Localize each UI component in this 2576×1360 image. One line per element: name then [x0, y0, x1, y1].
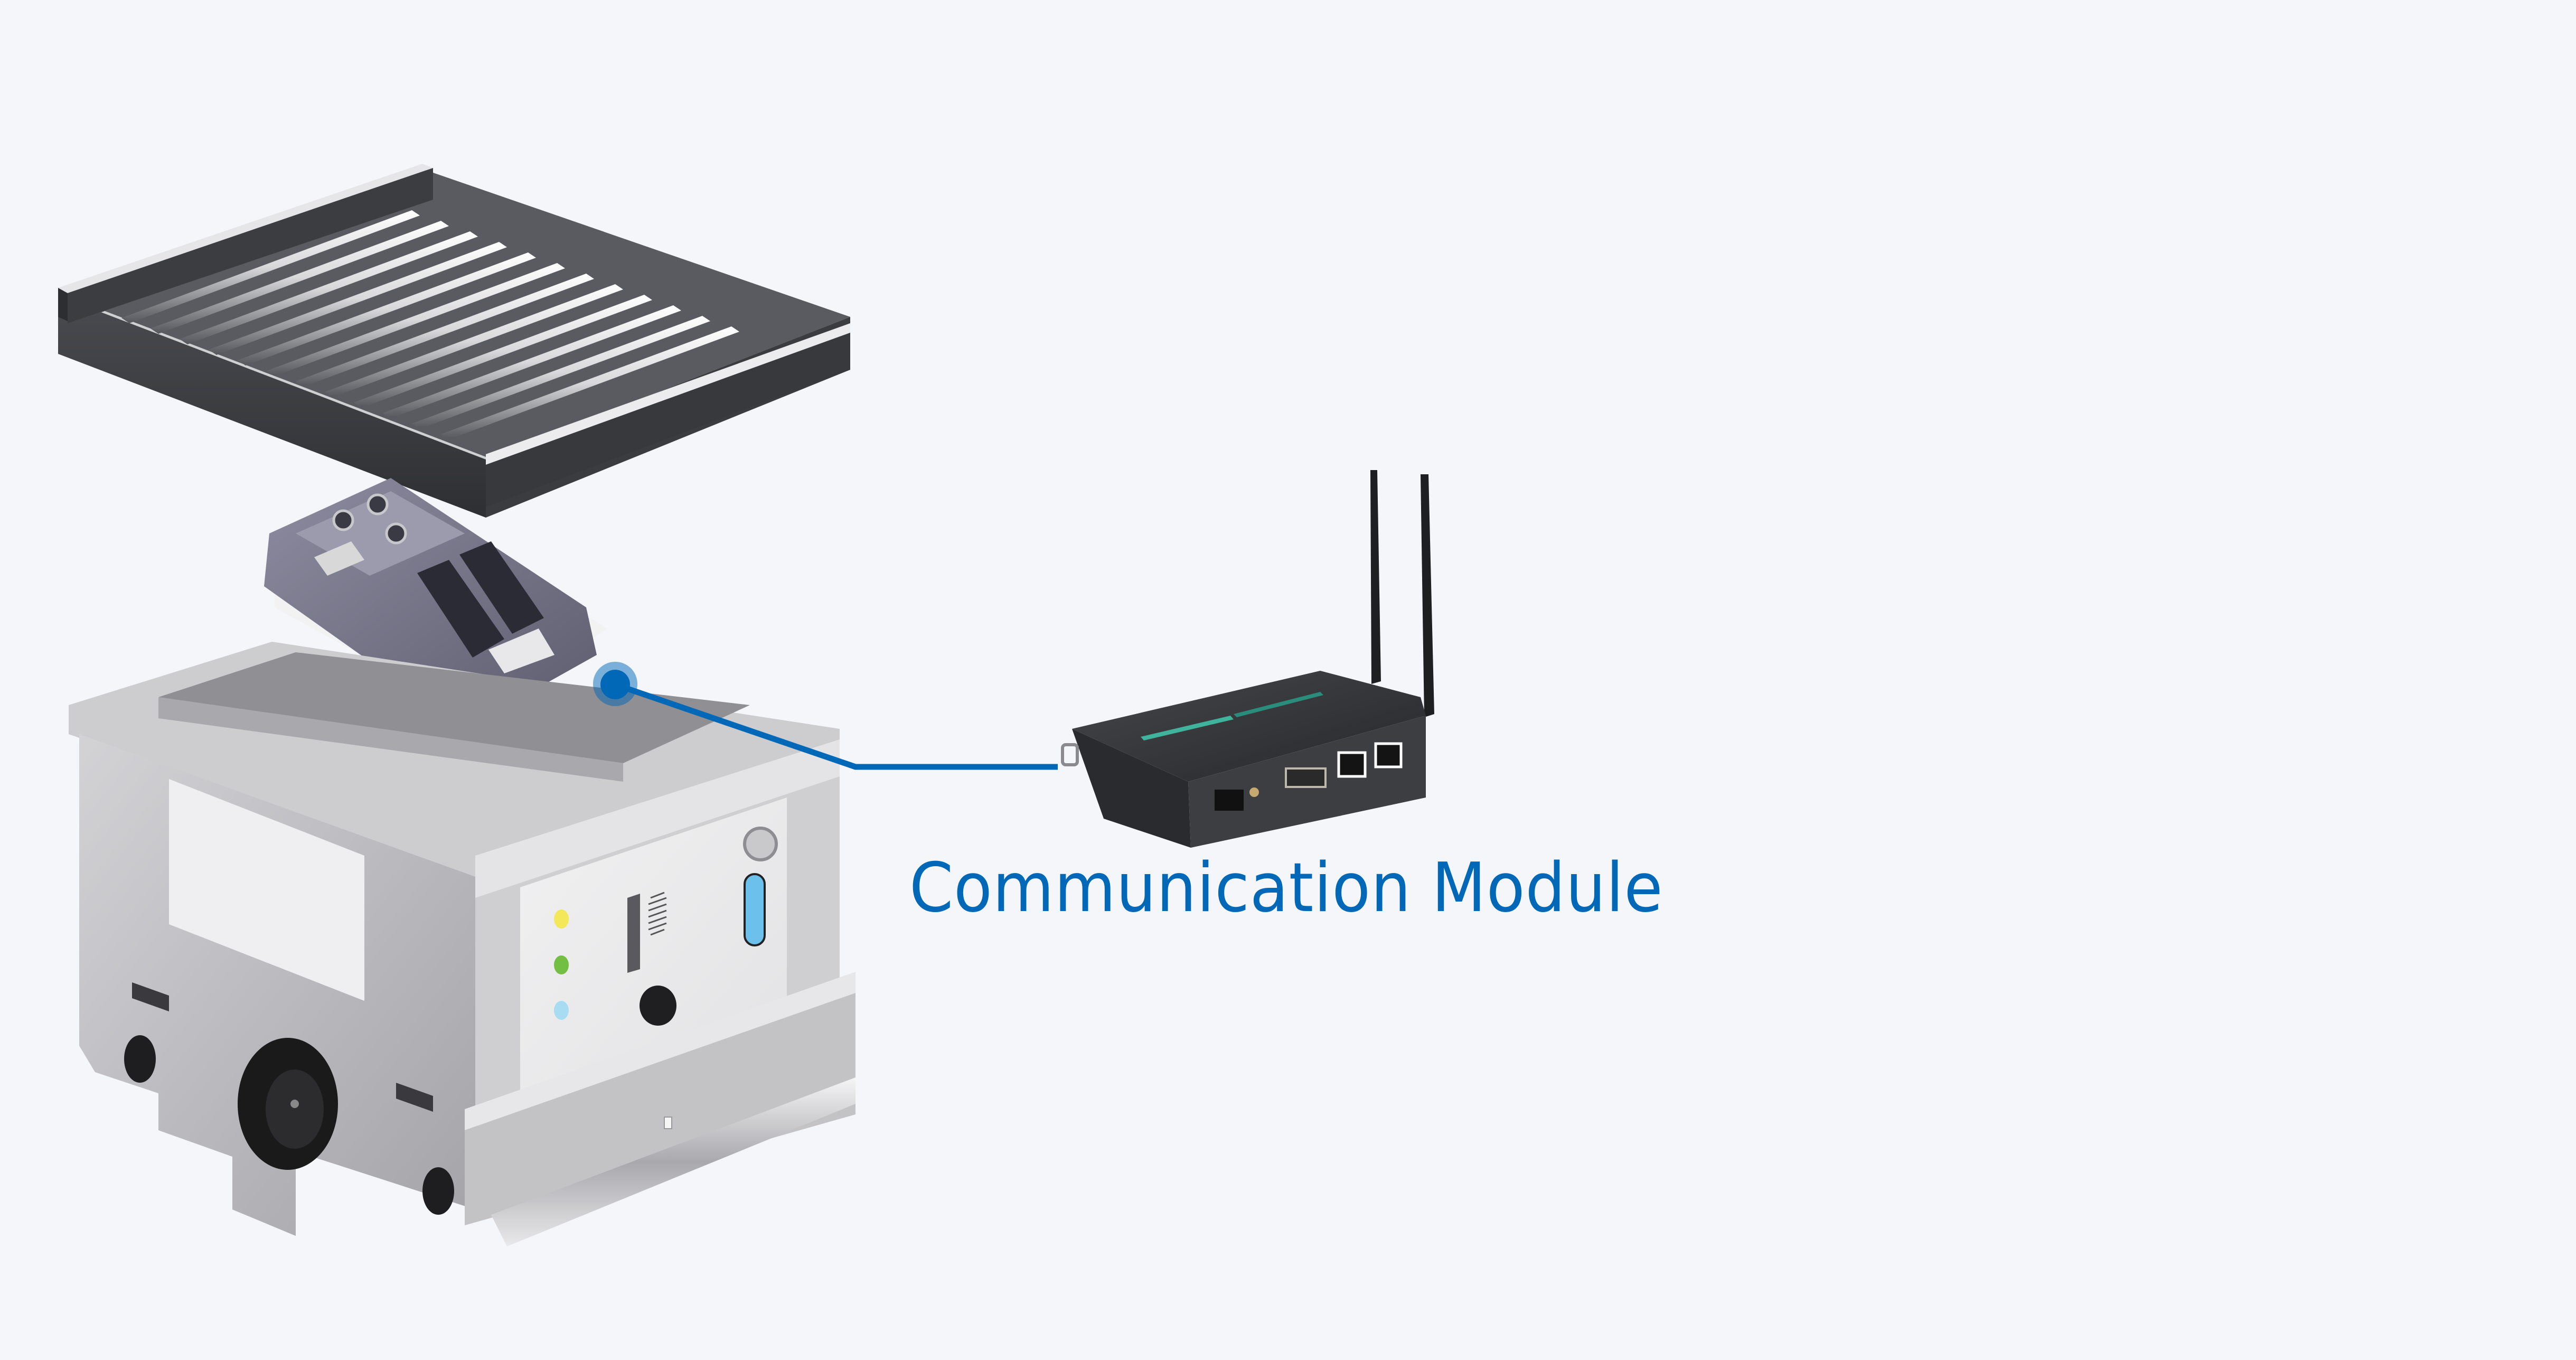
indicator-lights: [554, 909, 569, 1020]
communication-module-device: [1061, 470, 1434, 848]
callout-leader: [593, 662, 1058, 770]
drive-wheel: [238, 1038, 338, 1170]
speaker-grille-icon: [648, 892, 667, 936]
emergency-stop-button: [640, 986, 676, 1026]
callout-line: [614, 681, 1058, 770]
rollers: [92, 200, 739, 439]
robot-chassis: [69, 642, 855, 1246]
controller-module: [264, 478, 607, 729]
roller-conveyor: [58, 164, 850, 518]
callout-label-communication-module: Communication Module: [909, 849, 1663, 927]
